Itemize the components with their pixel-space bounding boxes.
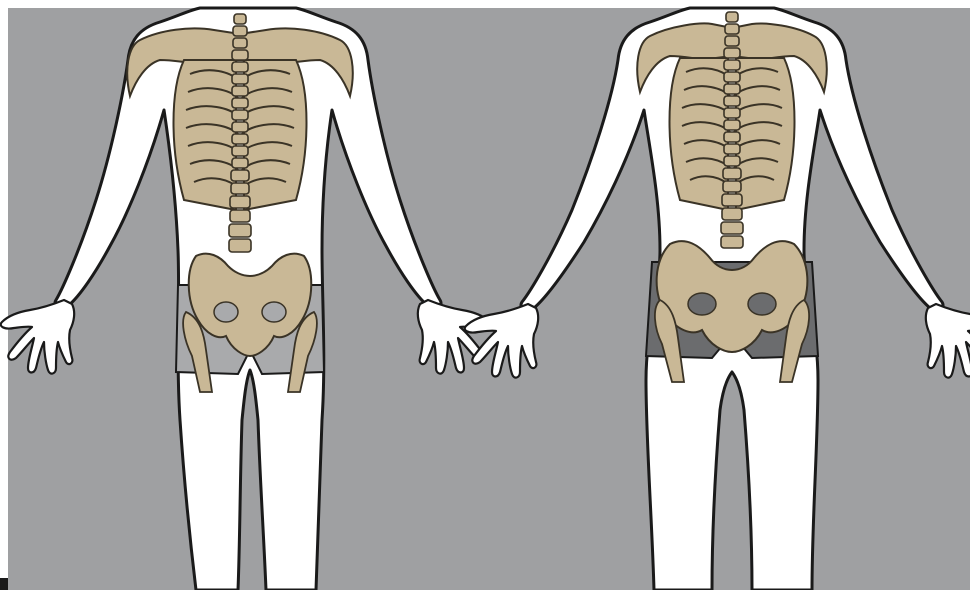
right-obturator-left — [688, 293, 716, 315]
right-figure-hand-right — [926, 304, 970, 378]
left-obturator-right — [262, 302, 286, 322]
corner-mark — [0, 578, 8, 590]
left-obturator-left — [214, 302, 238, 322]
right-obturator-right — [748, 293, 776, 315]
